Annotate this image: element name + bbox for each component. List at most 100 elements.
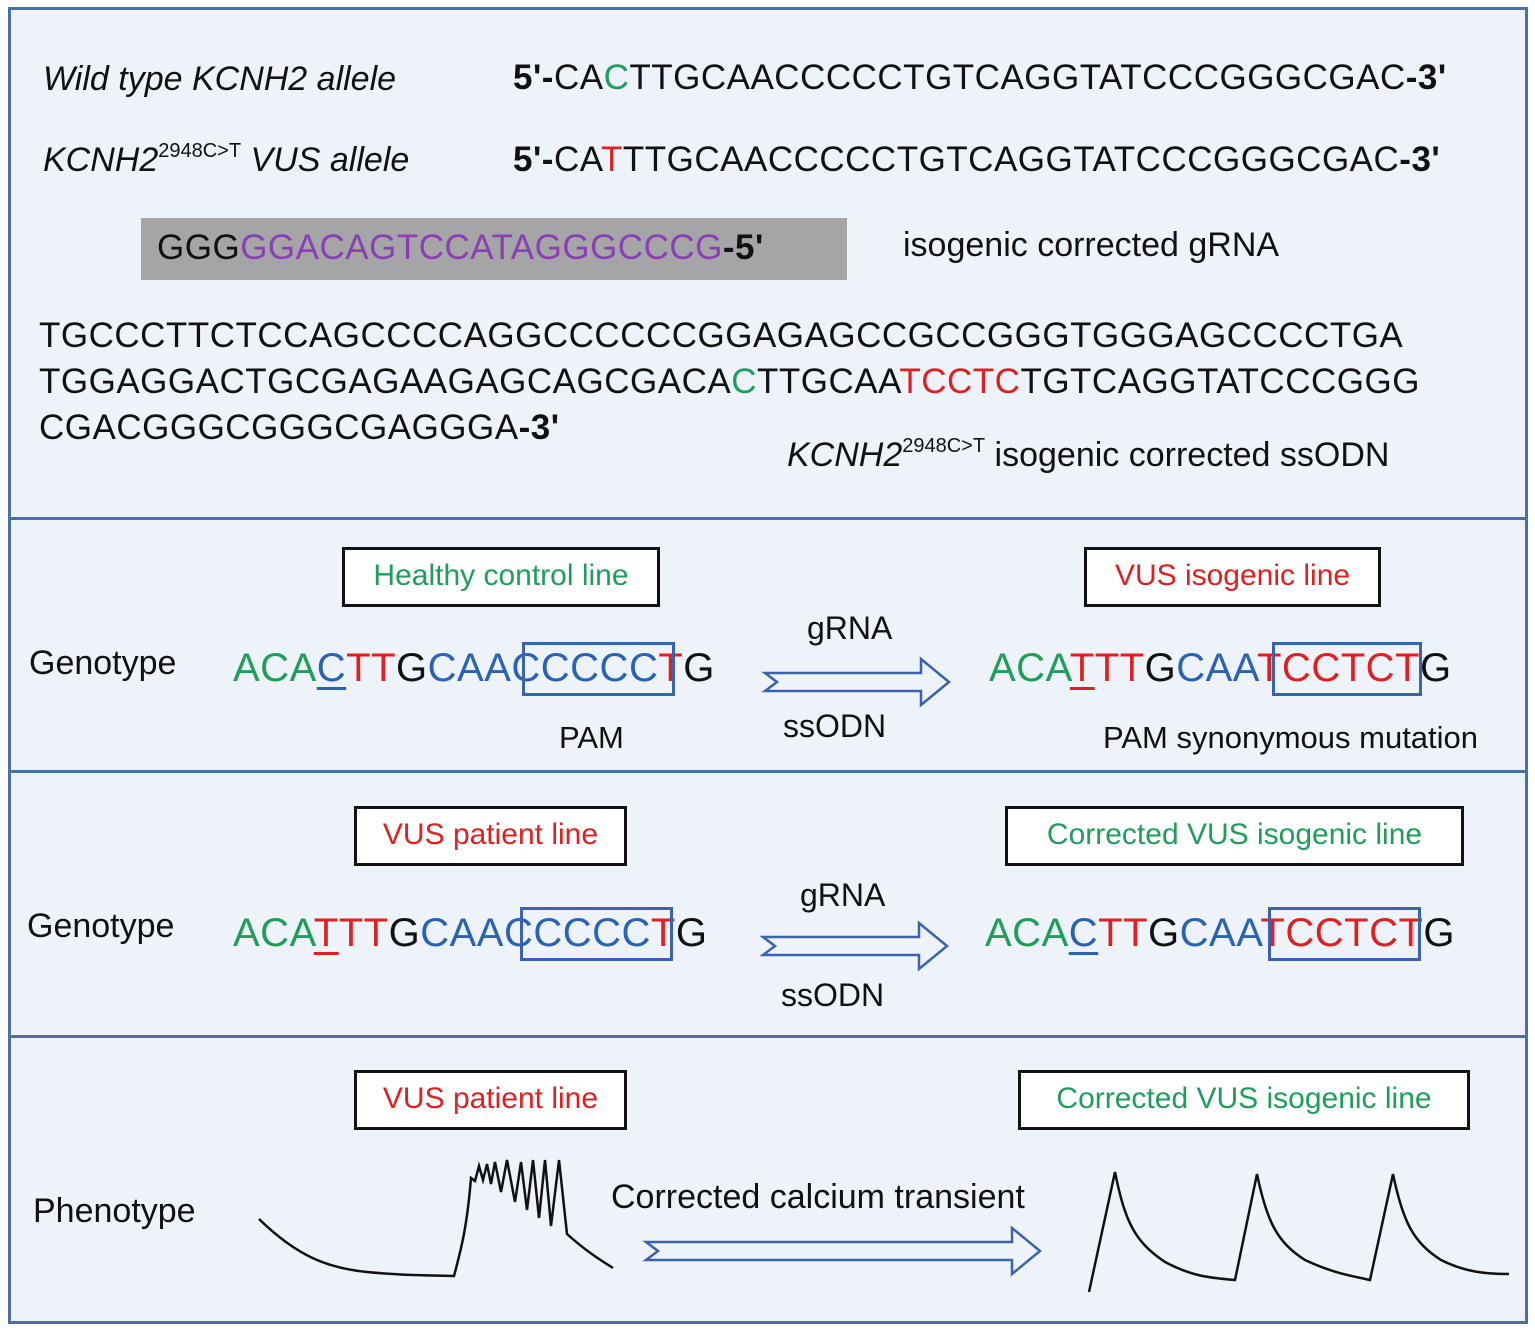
seq-part: G bbox=[1423, 911, 1456, 955]
seq-part: ACA bbox=[989, 646, 1070, 690]
pam-sequence: CCCCC bbox=[503, 911, 651, 955]
ssodn-line-2: TGGAGGACTGCGAGAAGAGCAGCGACACTTGCAATCCTCT… bbox=[39, 362, 1420, 402]
ssodn-label: KCNH22948C>T isogenic corrected ssODN bbox=[787, 434, 1390, 475]
pam-box bbox=[1268, 907, 1421, 961]
genotype-panel-patient: VUS patient line Corrected VUS isogenic … bbox=[11, 773, 1525, 1038]
pam-synonymous-label: PAM synonymous mutation bbox=[1103, 720, 1479, 755]
pam-sequence: CCCCC bbox=[511, 646, 659, 690]
seq-part: G bbox=[1144, 646, 1177, 690]
wild-type-allele-label: Wild type KCNH2 allele bbox=[43, 60, 397, 98]
seq-3prime: -3' bbox=[1399, 140, 1441, 179]
seq-part: TT bbox=[1094, 646, 1145, 690]
grna-highlight bbox=[141, 218, 847, 280]
seq-part: GGG bbox=[157, 228, 241, 267]
phenotype-panel: VUS patient line Corrected VUS isogenic … bbox=[11, 1038, 1525, 1321]
target-base: T bbox=[313, 911, 339, 955]
seq-part: ACA bbox=[233, 911, 314, 955]
seq-part: G bbox=[683, 646, 715, 690]
variant-superscript: 2948C>T bbox=[158, 139, 242, 162]
gene-name: KCNH2 bbox=[43, 141, 159, 179]
seq-part: G bbox=[1419, 646, 1452, 690]
seq-part: G bbox=[388, 911, 421, 955]
seq-part: TGGAGGACTGCGAGAAGAGCAGCGACA bbox=[39, 362, 732, 401]
genotype-label: Genotype bbox=[27, 907, 175, 945]
wild-type-sequence: 5'-CACTTGCAACCCCCTGTCAGGTATCCCGGGCGAC-3' bbox=[513, 58, 1447, 98]
seq-part: TT bbox=[1098, 911, 1149, 955]
normal-trace-icon bbox=[1087, 1171, 1510, 1293]
seq-part: ACA bbox=[985, 911, 1069, 955]
arrow-bottom-label: ssODN bbox=[781, 977, 885, 1013]
sequence-panel: Wild type KCNH2 allele 5'-CACTTGCAACCCCC… bbox=[11, 10, 1525, 520]
seq-part: TGTCAGGTATCCCGGG bbox=[1020, 362, 1420, 401]
vus-isogenic-box: VUS isogenic line bbox=[1084, 547, 1381, 607]
pam-mutation: TCCTC bbox=[899, 362, 1021, 401]
pam-sequence: TCCTC bbox=[1257, 646, 1396, 690]
seq-part: CGACGGGCGGGCGAGGGA bbox=[39, 408, 519, 447]
seq-part: G bbox=[396, 646, 428, 690]
vus-allele-label: KCNH22948C>T VUS allele bbox=[43, 139, 410, 180]
vus-patient-box: VUS patient line bbox=[354, 1070, 627, 1130]
corrected-vus-box: Corrected VUS isogenic line bbox=[1018, 1070, 1470, 1130]
pam-box bbox=[1272, 642, 1422, 696]
seq-5prime: 5'- bbox=[513, 58, 554, 97]
genotype-panel-healthy: Healthy control line VUS isogenic line G… bbox=[11, 520, 1525, 773]
grna-target: GGACAGTCCATAGGGCCCG bbox=[240, 228, 723, 267]
arrow-top-label: gRNA bbox=[800, 877, 886, 913]
pam-box bbox=[520, 907, 673, 961]
arrow-bottom-label: ssODN bbox=[783, 708, 887, 744]
vus-base: T bbox=[600, 140, 623, 179]
seq-part: CAA bbox=[1179, 911, 1261, 955]
target-base: C bbox=[1068, 911, 1099, 955]
seq-part: T bbox=[658, 646, 684, 690]
grna-sequence: GGGGGACAGTCCATAGGGCCCG-5' bbox=[157, 228, 764, 268]
pam-sequence: TCCTC bbox=[1260, 911, 1399, 955]
seq-part: TTGCAA bbox=[757, 362, 900, 401]
allele-text: VUS allele bbox=[241, 141, 410, 179]
transform-arrow bbox=[759, 920, 949, 972]
corrected-vus-box: Corrected VUS isogenic line bbox=[1005, 806, 1464, 866]
ssodn-line-1: TGCCCTTCTCCAGCCCCAGGCCCCCCGGAGAGCCGCCGGG… bbox=[39, 316, 1404, 355]
seq-part: G bbox=[1148, 911, 1180, 955]
seq-part: CAA bbox=[420, 911, 504, 955]
seq-part: ACA bbox=[233, 646, 317, 690]
seq-part: TT bbox=[338, 911, 389, 955]
target-base: T bbox=[1069, 646, 1095, 690]
transform-arrow bbox=[761, 656, 951, 708]
corrected-base: C bbox=[731, 362, 757, 401]
seq-part: TT bbox=[346, 646, 397, 690]
healthy-control-box: Healthy control line bbox=[342, 547, 660, 607]
genotype-label: Genotype bbox=[29, 644, 177, 682]
healthy-genotype-sequence: ACACTTGCAACCCCCTG bbox=[233, 646, 715, 691]
wild-type-base: C bbox=[603, 58, 630, 97]
target-base: C bbox=[316, 646, 347, 690]
seq-part: TTGCAACCCCCTGTCAGGTATCCCGGGCGAC bbox=[622, 140, 1400, 179]
arrhythmic-trace-icon bbox=[258, 1159, 614, 1278]
seq-3prime: -3' bbox=[1405, 58, 1447, 97]
transform-arrow bbox=[642, 1225, 1042, 1277]
gene-name: KCNH2 bbox=[787, 436, 903, 474]
corrected-genotype-sequence: ACACTTGCAATCCTCTG bbox=[985, 911, 1455, 956]
phenotype-label: Phenotype bbox=[33, 1192, 196, 1230]
ssodn-text: isogenic corrected ssODN bbox=[985, 436, 1390, 474]
seq-part: G bbox=[675, 911, 708, 955]
vus-patient-genotype-sequence: ACATTTGCAACCCCCTG bbox=[233, 911, 707, 956]
seq-5prime: -5' bbox=[722, 228, 764, 267]
seq-5prime: 5'- bbox=[513, 140, 554, 179]
vus-isogenic-genotype-sequence: ACATTTGCAATCCTCTG bbox=[989, 646, 1452, 691]
seq-part: TTGCAACCCCCTGTCAGGTATCCCGGGCGAC bbox=[629, 58, 1406, 97]
vus-sequence: 5'-CATTTGCAACCCCCTGTCAGGTATCCCGGGCGAC-3' bbox=[513, 140, 1440, 180]
seq-part: T bbox=[1395, 646, 1420, 690]
grna-label: isogenic corrected gRNA bbox=[903, 226, 1280, 264]
seq-3prime: -3' bbox=[518, 408, 560, 447]
ssodn-line-3: CGACGGGCGGGCGAGGGA-3' bbox=[39, 408, 560, 448]
figure-frame: Wild type KCNH2 allele 5'-CACTTGCAACCCCC… bbox=[8, 7, 1528, 1324]
seq-part: CA bbox=[553, 140, 601, 179]
seq-part: CAA bbox=[1176, 646, 1257, 690]
seq-part: CA bbox=[553, 58, 604, 97]
variant-superscript: 2948C>T bbox=[902, 434, 986, 457]
vus-patient-box: VUS patient line bbox=[354, 806, 627, 866]
arrow-top-label: gRNA bbox=[807, 610, 893, 646]
phenotype-arrow-label: Corrected calcium transient bbox=[611, 1178, 1025, 1216]
pam-label: PAM bbox=[559, 720, 624, 755]
pam-box bbox=[522, 642, 675, 696]
